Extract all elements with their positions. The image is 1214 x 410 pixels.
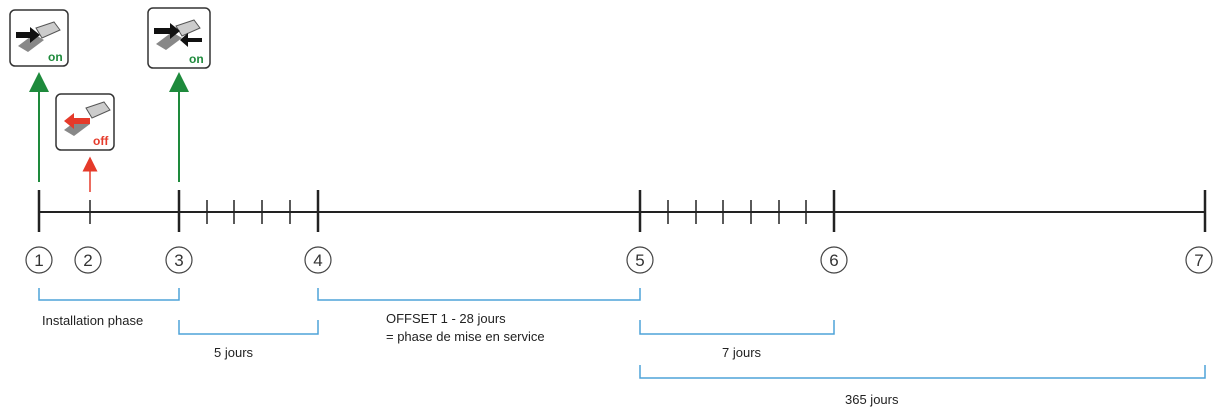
on-label: on	[189, 52, 204, 66]
point-3: 3	[165, 246, 193, 274]
offset-label-line2: = phase de mise en service	[386, 329, 545, 344]
year-bracket	[639, 365, 1206, 379]
off-label: off	[93, 134, 109, 148]
point-number: 5	[635, 251, 644, 270]
connector-on-icon-1: on	[9, 9, 69, 67]
point-6: 6	[820, 246, 848, 274]
major-ticks	[37, 190, 1207, 232]
seven-days-label: 7 jours	[722, 345, 762, 360]
point-4: 4	[304, 246, 332, 274]
five-days-bracket	[178, 320, 319, 335]
point-number: 1	[34, 251, 43, 270]
point-number: 7	[1194, 251, 1203, 270]
minor-ticks	[89, 200, 807, 224]
point-1: 1	[25, 246, 53, 274]
point-number: 6	[829, 251, 838, 270]
connector-off-icon: off	[55, 93, 115, 151]
connector-on-icon-3: on	[147, 7, 211, 69]
point-number: 2	[83, 251, 92, 270]
offset-bracket	[317, 288, 641, 301]
point-7: 7	[1185, 246, 1213, 274]
on-label: on	[48, 50, 63, 64]
offset-label-line1: OFFSET 1 - 28 jours	[386, 311, 506, 326]
seven-days-bracket	[639, 320, 835, 335]
point-number: 3	[174, 251, 183, 270]
point-2: 2	[74, 246, 102, 274]
installation-label: Installation phase	[42, 313, 143, 328]
installation-bracket	[38, 288, 180, 301]
point-number: 4	[313, 251, 322, 270]
point-5: 5	[626, 246, 654, 274]
five-days-label: 5 jours	[214, 345, 254, 360]
year-label: 365 jours	[845, 392, 899, 407]
